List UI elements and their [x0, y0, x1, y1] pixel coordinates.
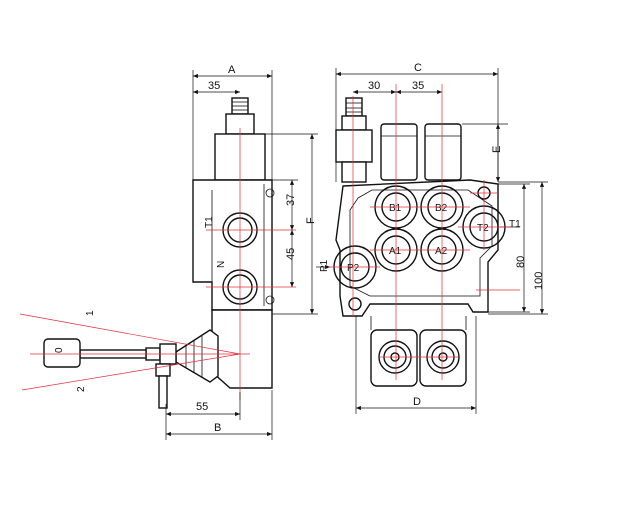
dim-100: 100 — [533, 272, 545, 290]
side-view: T1 N 0 1 2 A 35 37 4 — [19, 64, 318, 440]
label-b2: B2 — [435, 203, 448, 214]
side-label-n: N — [216, 261, 227, 268]
dim-a-label: A — [228, 64, 236, 76]
spool-cap-1 — [380, 123, 418, 181]
label-b1: B1 — [389, 203, 402, 214]
lower-housing-2 — [419, 329, 467, 387]
side-label-t1: T1 — [204, 216, 215, 228]
label-a2: A2 — [435, 246, 448, 257]
front-stem — [345, 97, 363, 117]
label-p1: P1 — [319, 259, 330, 272]
relief-valve-body — [335, 129, 373, 163]
lever-pos-1: 1 — [85, 310, 96, 316]
dim-f-label: F — [305, 217, 317, 224]
label-t1-front: T1 — [509, 219, 521, 230]
label-a1: A1 — [389, 246, 402, 257]
dim-45: 45 — [285, 248, 297, 260]
front-view: B1 B2 A1 A2 P2 T2 T1 P1 — [316, 62, 548, 414]
lower-housing-1 — [370, 329, 418, 387]
lever-bellows — [175, 329, 219, 383]
mount-hole-bottom — [348, 297, 362, 311]
dim-37: 37 — [285, 194, 297, 206]
dim-d-label: D — [413, 396, 421, 408]
lever-link — [158, 375, 168, 409]
lever-handle — [43, 338, 81, 368]
dim-35-front: 35 — [412, 80, 424, 92]
dim-35-side: 35 — [208, 80, 220, 92]
dim-30: 30 — [368, 80, 380, 92]
dim-55: 55 — [196, 401, 208, 413]
dim-80: 80 — [515, 256, 527, 268]
dim-b-label: B — [214, 422, 221, 434]
dim-c-label: C — [414, 62, 422, 74]
lever-pos-0: 0 — [54, 347, 65, 353]
dim-e-label: E — [491, 146, 503, 153]
side-lower — [211, 309, 273, 389]
lever-pos-2: 2 — [76, 386, 87, 392]
spool-cap-2 — [424, 123, 462, 181]
label-t2: T2 — [477, 223, 489, 234]
